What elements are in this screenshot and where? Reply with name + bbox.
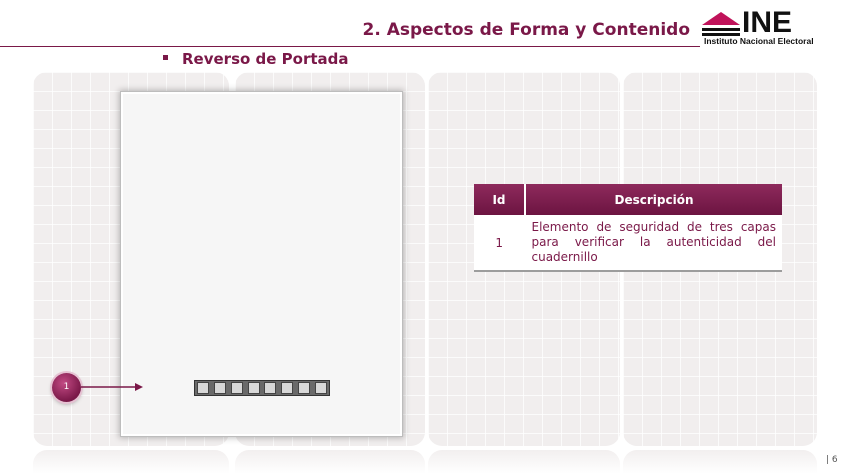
panel-reflection-1 (33, 450, 229, 474)
cover-reverse-page (121, 92, 402, 436)
ine-logo: INE Instituto Nacional Electoral (702, 6, 844, 48)
logo-subtitle: Instituto Nacional Electoral (704, 36, 814, 46)
panel-reflection-3 (428, 450, 620, 474)
callout-marker: 1 (52, 373, 81, 402)
panel-reflection-4 (623, 450, 817, 474)
bullet-square-icon (163, 55, 168, 60)
column-header-id: Id (474, 184, 526, 215)
callout-arrow-icon (81, 383, 143, 391)
table-row: 1 Elemento de seguridad de tres capas pa… (474, 215, 782, 272)
security-element-image (194, 380, 330, 396)
column-header-description: Descripción (525, 184, 782, 215)
row-description: Elemento de seguridad de tres capas para… (525, 215, 782, 272)
section-label: Reverso de Portada (182, 50, 349, 68)
row-id: 1 (474, 215, 526, 272)
logo-word: INE (742, 6, 793, 39)
page-number: | 6 (826, 455, 838, 465)
description-table: Id Descripción 1 Elemento de seguridad d… (474, 184, 782, 272)
table-header-row: Id Descripción (474, 184, 782, 215)
ine-logo-icon (702, 12, 740, 36)
panel-reflection-2 (235, 450, 425, 474)
page-title: 2. Aspectos de Forma y Contenido (362, 20, 691, 40)
section-bullet: Reverso de Portada (163, 50, 349, 68)
title-divider (0, 46, 700, 47)
